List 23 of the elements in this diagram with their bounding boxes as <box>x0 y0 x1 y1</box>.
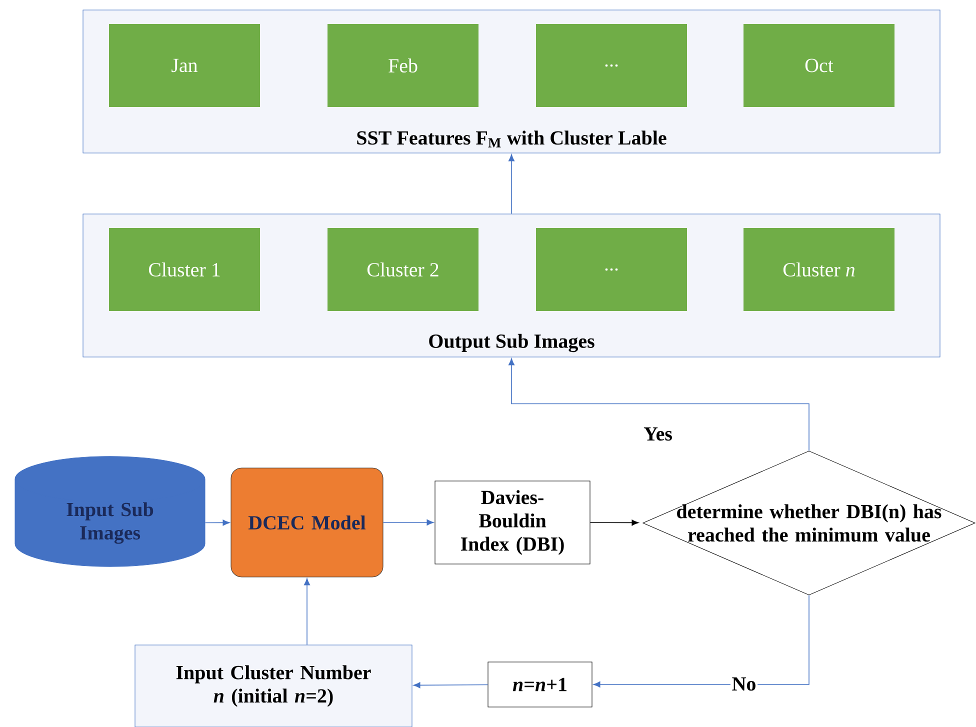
month-box: Jan <box>109 24 260 107</box>
edge-label: Yes <box>644 427 672 441</box>
month-box: Cluster 2 <box>328 228 478 311</box>
model-box: DCEC Model <box>230 468 384 578</box>
month-box: Cluster n <box>744 228 894 311</box>
input-box: Input Cluster Number n (initial n=2) <box>134 644 412 727</box>
month-box: ... <box>536 228 687 311</box>
arrow <box>590 520 639 526</box>
arrow <box>508 358 810 452</box>
arrow <box>508 154 514 214</box>
arrow <box>382 520 434 526</box>
month-box: Cluster 1 <box>109 228 260 311</box>
process-box: Davies-Bouldin Index (DBI) <box>434 480 590 564</box>
month-box: Feb <box>328 24 478 107</box>
process-box: n=n+1 <box>488 662 592 708</box>
arrow <box>593 594 810 688</box>
arrow <box>413 682 488 688</box>
arrow <box>304 578 310 646</box>
month-box: ... <box>536 24 687 107</box>
edge-label: No <box>730 676 758 692</box>
month-box: Oct <box>744 24 894 107</box>
database-cylinder: Input Sub Images <box>14 456 206 567</box>
arrow <box>204 520 230 526</box>
